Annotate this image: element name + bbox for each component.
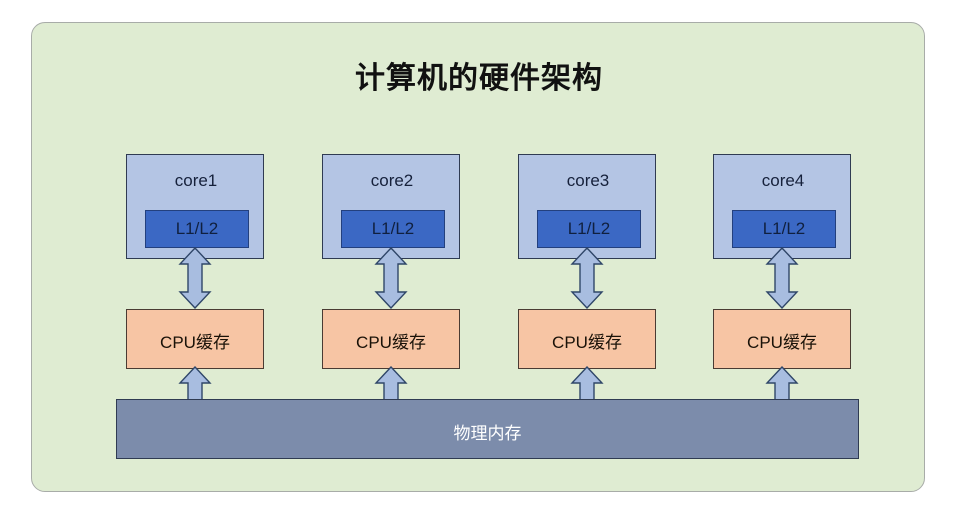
arrow-core-to-cache-3 <box>569 246 605 314</box>
cpu-cache-box-3[interactable]: CPU缓存 <box>518 309 656 369</box>
physical-memory-label: 物理内存 <box>453 424 522 443</box>
core-box-4[interactable]: core4 L1/L2 <box>713 154 851 259</box>
core-box-1[interactable]: core1 L1/L2 <box>126 154 264 259</box>
core-label-3: core3 <box>566 171 610 190</box>
l1l2-box-1[interactable]: L1/L2 <box>145 210 249 248</box>
l1l2-box-2[interactable]: L1/L2 <box>341 210 445 248</box>
cpu-cache-label-1: CPU缓存 <box>160 333 230 352</box>
l1l2-box-3[interactable]: L1/L2 <box>537 210 641 248</box>
page-title: 计算机的硬件架构 <box>355 62 603 95</box>
core-label-4: core4 <box>761 171 805 190</box>
cpu-cache-label-4: CPU缓存 <box>747 333 817 352</box>
cpu-cache-box-4[interactable]: CPU缓存 <box>713 309 851 369</box>
arrow-core-to-cache-2 <box>373 246 409 314</box>
physical-memory-box[interactable]: 物理内存 <box>116 399 859 459</box>
l1l2-label-4: L1/L2 <box>762 219 806 238</box>
core-label-2: core2 <box>370 171 414 190</box>
cpu-cache-box-2[interactable]: CPU缓存 <box>322 309 460 369</box>
core-box-3[interactable]: core3 L1/L2 <box>518 154 656 259</box>
l1l2-label-3: L1/L2 <box>567 219 611 238</box>
l1l2-label-2: L1/L2 <box>371 219 415 238</box>
cpu-cache-label-2: CPU缓存 <box>356 333 426 352</box>
core-label-1: core1 <box>174 171 218 190</box>
l1l2-box-4[interactable]: L1/L2 <box>732 210 836 248</box>
l1l2-label-1: L1/L2 <box>175 219 219 238</box>
cpu-cache-box-1[interactable]: CPU缓存 <box>126 309 264 369</box>
cpu-cache-label-3: CPU缓存 <box>552 333 622 352</box>
diagram-panel: 计算机的硬件架构 core1 L1/L2 CPU缓存 <box>31 22 925 492</box>
core-box-2[interactable]: core2 L1/L2 <box>322 154 460 259</box>
arrow-core-to-cache-4 <box>764 246 800 314</box>
arrow-core-to-cache-1 <box>177 246 213 314</box>
